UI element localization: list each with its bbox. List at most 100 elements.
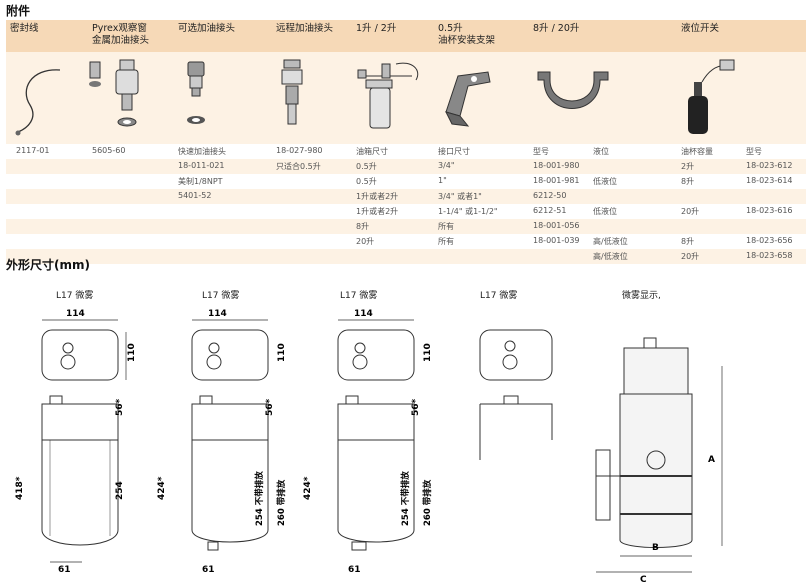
cell: 只适合0.5升 xyxy=(276,162,321,171)
svg-text:61: 61 xyxy=(58,565,71,575)
table-row: 20升 所有 18-001-039 高/低液位 8升 18-023-656 xyxy=(6,234,806,249)
svg-text:254 不带排放: 254 不带排放 xyxy=(400,471,411,526)
svg-text:110: 110 xyxy=(277,343,287,362)
svg-text:418*: 418* xyxy=(15,476,25,500)
cell: 1-1/4" 或1-1/2" xyxy=(438,207,498,216)
svg-text:424*: 424* xyxy=(157,476,167,500)
svg-text:61: 61 xyxy=(348,565,361,575)
cell: 20升 xyxy=(681,207,700,216)
cell: 18-023-612 xyxy=(746,161,793,170)
svg-text:254 不带排放: 254 不带排放 xyxy=(254,471,265,526)
dimension-drawing-1: 114 110 56* 254 418* 61 xyxy=(15,309,137,575)
cell: 5401-52 xyxy=(178,191,212,200)
cell: 美制1/8NPT xyxy=(178,177,223,186)
cell: 液位 xyxy=(593,147,609,156)
svg-text:110: 110 xyxy=(127,343,137,362)
cell: 2117-01 xyxy=(16,146,50,155)
cell: 18-001-980 xyxy=(533,161,580,170)
reservoir-8l-image xyxy=(537,71,609,109)
table-row: 美制1/8NPT 0.5升 1" 18-001-981 低液位 8升 18-02… xyxy=(6,174,806,189)
drawing-caption: L17 微雾 xyxy=(202,291,240,301)
cell: 18-023-614 xyxy=(746,176,793,185)
accessories-title: 附件 xyxy=(6,4,31,18)
table-row: 18-011-021 只适合0.5升 0.5升 3/4" 18-001-980 … xyxy=(6,159,806,174)
cell: 1" xyxy=(438,176,447,185)
optional-filler-image xyxy=(187,61,205,124)
cell: 6212-51 xyxy=(533,206,567,215)
svg-text:A: A xyxy=(708,455,715,465)
table-row: 高/低液位 20升 18-023-658 xyxy=(6,249,806,264)
table-header: 密封线 Pyrex观察窗 金属加油接头 可选加油接头 远程加油接头 1升 / 2… xyxy=(6,20,806,52)
svg-text:254: 254 xyxy=(115,481,125,500)
cell: 20升 xyxy=(356,237,375,246)
drawing-caption: 微雾显示, xyxy=(622,291,661,301)
svg-text:260 带排放: 260 带排放 xyxy=(276,479,287,526)
table-row: 8升 所有 18-001-056 xyxy=(6,219,806,234)
cell: 0.5升 xyxy=(356,162,377,171)
svg-text:114: 114 xyxy=(354,309,373,319)
cell: 1升或者2升 xyxy=(356,207,399,216)
level-switch-image xyxy=(688,59,735,134)
cell: 1升或者2升 xyxy=(356,192,399,201)
svg-text:114: 114 xyxy=(208,309,227,319)
cell: 2升 xyxy=(681,162,695,171)
cell: 8升 xyxy=(681,177,695,186)
cell: 6212-50 xyxy=(533,191,567,200)
cell: 3/4" 或者1" xyxy=(438,192,482,201)
cell: 接口尺寸 xyxy=(438,147,470,156)
remote-filler-image xyxy=(281,59,303,125)
cell: 油杯容量 xyxy=(681,147,713,156)
cell: 18-023-656 xyxy=(746,236,793,245)
cell: 18-027-980 xyxy=(276,146,323,155)
cell: 高/低液位 xyxy=(593,252,628,261)
reservoir-1l-image xyxy=(357,62,419,129)
dimension-drawing-2: 114 110 56* 254 不带排放 260 带排放 424* 61 xyxy=(157,309,287,575)
table-row: 5401-52 1升或者2升 3/4" 或者1" 6212-50 xyxy=(6,189,806,204)
cell: 18-023-658 xyxy=(746,251,793,260)
mounting-bracket-image xyxy=(445,71,491,127)
svg-text:61: 61 xyxy=(202,565,215,575)
dimension-drawing-5: A B C xyxy=(595,337,723,585)
cell: 18-001-981 xyxy=(533,176,580,185)
svg-text:56*: 56* xyxy=(265,398,275,416)
seal-line-image xyxy=(15,69,61,136)
cell: 所有 xyxy=(438,222,454,231)
table-row: 2117-01 5605-60 快速加油接头 18-027-980 油箱尺寸 接… xyxy=(6,144,806,159)
header-seal-line: 密封线 xyxy=(10,23,39,34)
cell: 快速加油接头 xyxy=(178,147,226,156)
dimension-drawing-4 xyxy=(479,329,553,460)
cell: 低液位 xyxy=(593,207,617,216)
dimension-drawing-3: 114 110 56* 254 不带排放 260 带排放 424* 61 xyxy=(303,309,433,575)
header-level-switch: 液位开关 xyxy=(681,23,720,34)
svg-text:B: B xyxy=(652,543,659,553)
drawing-caption: L17 微雾 xyxy=(340,291,378,301)
table-row: 1升或者2升 1-1/4" 或1-1/2" 6212-51 低液位 20升 18… xyxy=(6,204,806,219)
cell: 20升 xyxy=(681,252,700,261)
svg-text:110: 110 xyxy=(423,343,433,362)
accessory-images-row xyxy=(6,52,806,144)
cell: 18-023-616 xyxy=(746,206,793,215)
svg-text:260 带排放: 260 带排放 xyxy=(422,479,433,526)
cell: 5605-60 xyxy=(92,146,126,155)
svg-text:424*: 424* xyxy=(303,476,313,500)
pyrex-image xyxy=(89,59,139,127)
cell: 18-011-021 xyxy=(178,161,225,170)
cell: 0.5升 xyxy=(356,177,377,186)
svg-text:56*: 56* xyxy=(411,398,421,416)
cell: 型号 xyxy=(533,147,549,156)
svg-text:56*: 56* xyxy=(115,398,125,416)
cell: 低液位 xyxy=(593,177,617,186)
cell: 型号 xyxy=(746,147,762,156)
header-8l-20l: 8升 / 20升 xyxy=(533,23,580,34)
header-pyrex: Pyrex观察窗 金属加油接头 xyxy=(92,23,150,46)
header-remote-filler: 远程加油接头 xyxy=(276,23,334,34)
cell: 18-001-056 xyxy=(533,221,580,230)
cell: 18-001-039 xyxy=(533,236,580,245)
cell: 3/4" xyxy=(438,161,455,170)
drawing-caption: L17 微雾 xyxy=(56,291,94,301)
drawing-caption: L17 微雾 xyxy=(480,291,518,301)
svg-text:C: C xyxy=(640,575,647,585)
cell: 高/低液位 xyxy=(593,237,628,246)
cell: 所有 xyxy=(438,237,454,246)
cell: 8升 xyxy=(356,222,370,231)
